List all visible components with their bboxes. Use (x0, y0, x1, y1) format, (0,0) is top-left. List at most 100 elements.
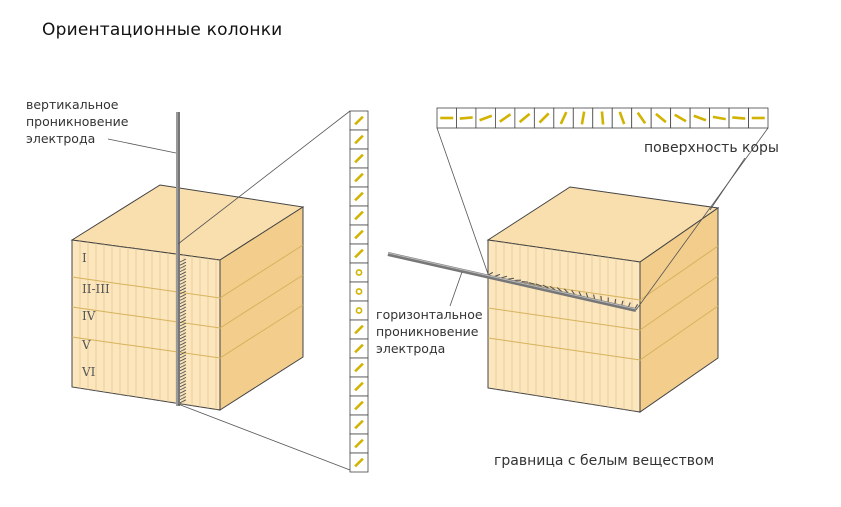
recording-mark (179, 389, 187, 394)
orientation-bar (618, 111, 626, 125)
recording-mark (179, 383, 187, 388)
orientation-bar (354, 172, 364, 183)
orientation-bar (732, 116, 746, 120)
recording-mark (179, 367, 187, 372)
orientation-bar (354, 343, 364, 354)
layer-labels: I II-III IV V VI (81, 251, 110, 379)
recording-mark (179, 392, 187, 397)
vertical-strip-cell (349, 262, 369, 283)
vertical-column-strip (349, 110, 369, 473)
slide-title: Ориентационные колонки (42, 20, 283, 40)
recording-mark (179, 268, 187, 273)
horizontal-recording-track (486, 271, 639, 311)
recording-mark (179, 376, 187, 381)
recording-mark (179, 373, 187, 378)
orientation-bar (354, 400, 364, 411)
orientation-bar (518, 112, 531, 124)
recording-mark (179, 351, 187, 356)
vertical-label-line-3: электрода (26, 131, 95, 146)
recording-mark (549, 285, 556, 291)
recording-mark (521, 280, 529, 283)
recording-mark (179, 322, 187, 327)
vertical-strip-cell (349, 300, 369, 321)
recording-mark (528, 282, 535, 285)
horizontal-label-line-1: горизонтальное (376, 307, 483, 322)
orientation-bar (354, 381, 364, 392)
horizontal-label-line-3: электрода (376, 341, 445, 356)
right-cortex-block (387, 186, 720, 413)
orientation-bar (354, 229, 364, 240)
vertical-recording-track (179, 258, 187, 404)
right-column-lines (495, 240, 633, 412)
recording-mark (179, 357, 187, 362)
layer-label-5: V (81, 338, 91, 352)
orientation-bar (354, 134, 364, 145)
recording-mark (179, 303, 187, 308)
horizontal-label-line-2: проникновение (376, 324, 479, 339)
vertical-label-line-2: проникновение (26, 114, 129, 129)
white-matter-boundary-label: гравница с белым веществом (494, 453, 714, 469)
orientation-bar (538, 112, 550, 124)
vertical-zoom-lines (177, 110, 351, 471)
orientation-bar (636, 111, 647, 125)
orientation-dot (355, 288, 363, 295)
recording-mark (179, 354, 187, 359)
orientation-dot (355, 307, 363, 314)
orientation-bar (354, 115, 364, 126)
orientation-dot (355, 269, 363, 276)
recording-mark (179, 328, 187, 333)
recording-mark (179, 293, 187, 298)
recording-mark (179, 284, 187, 289)
orientation-bar (559, 111, 568, 125)
recording-mark (179, 312, 187, 317)
orientation-bar (674, 113, 687, 123)
layer-label-6: VI (81, 365, 96, 379)
recording-mark (179, 335, 187, 340)
orientation-bar (354, 438, 364, 449)
recording-mark (179, 348, 187, 353)
vertical-penetration-label: вертикальное проникновение электрода (26, 97, 177, 154)
recording-mark (179, 290, 187, 295)
recording-mark (179, 300, 187, 305)
orientation-bar (354, 457, 364, 468)
vertical-label-line-1: вертикальное (26, 97, 119, 112)
orientation-bar (354, 191, 364, 202)
recording-mark (179, 280, 187, 285)
recording-mark (179, 344, 187, 349)
recording-mark (179, 332, 187, 337)
orientation-bar (459, 116, 473, 120)
recording-mark (179, 319, 187, 324)
recording-mark (179, 338, 187, 343)
recording-mark (179, 274, 187, 279)
recording-mark (179, 396, 187, 401)
layer-label-1: I (82, 251, 87, 265)
recording-mark (179, 271, 187, 276)
layer-label-4: IV (82, 309, 96, 323)
recording-mark (179, 364, 187, 369)
recording-mark (179, 277, 187, 282)
right-cube-front (487, 239, 641, 413)
recording-mark (179, 399, 187, 404)
recording-mark (179, 386, 187, 391)
horizontal-penetration-label: горизонтальное проникновение электрода (376, 271, 483, 356)
horizontal-electrode-highlight (387, 252, 637, 310)
layer-label-2-3: II-III (82, 282, 110, 296)
recording-mark (179, 360, 187, 365)
recording-mark (535, 283, 542, 287)
recording-mark (179, 306, 187, 311)
recording-mark (179, 296, 187, 301)
orientation-bar (655, 112, 667, 124)
orientation-bar (499, 113, 512, 123)
recording-mark (542, 284, 549, 289)
orientation-bar (354, 153, 364, 164)
horizontal-label-leader (449, 271, 463, 307)
recording-mark (179, 261, 187, 266)
left-layer-boundaries (71, 244, 304, 359)
recording-mark (179, 309, 187, 314)
recording-mark (179, 287, 187, 292)
orientation-bar (600, 111, 605, 125)
recording-mark (179, 370, 187, 375)
orientation-bar (354, 248, 364, 259)
vertical-strip-cell (349, 281, 369, 302)
recording-mark (507, 277, 515, 280)
